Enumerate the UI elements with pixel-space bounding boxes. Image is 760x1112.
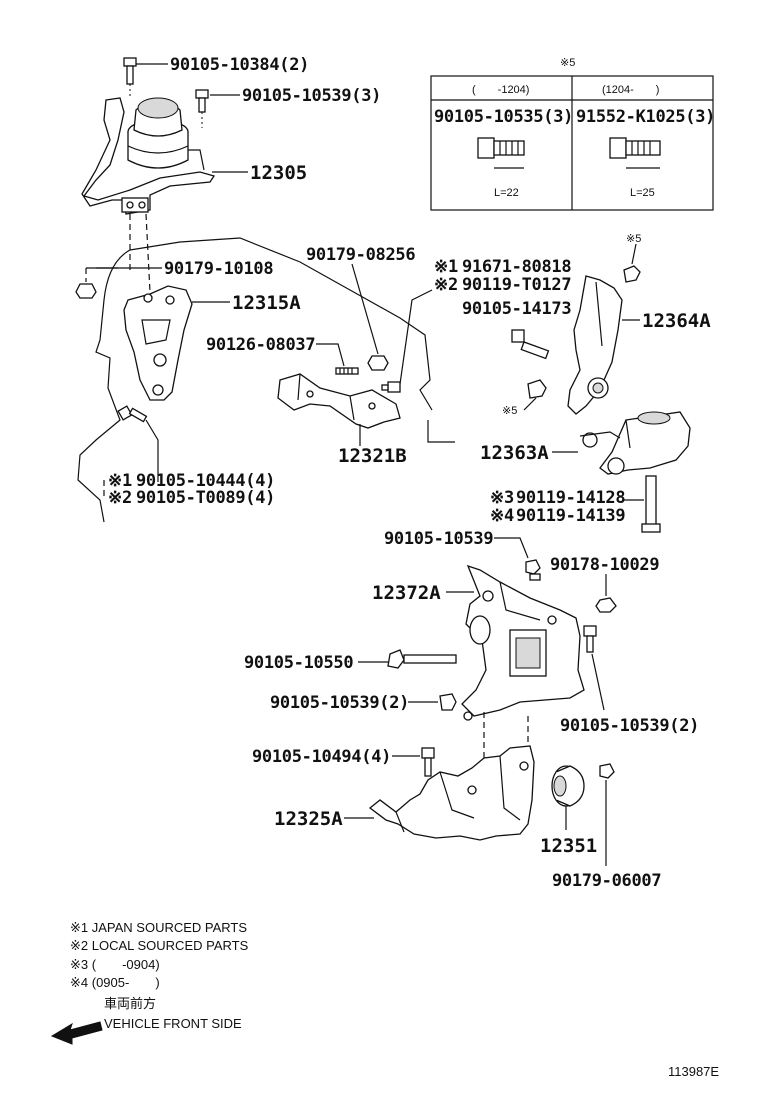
- mark-5-top: ※5: [626, 233, 641, 245]
- label-90105-10539[interactable]: 90105-10539: [384, 529, 494, 549]
- nut-90179-06007[interactable]: [599, 763, 615, 779]
- label-90179-08256[interactable]: 90179-08256: [306, 245, 416, 265]
- legend-japan-sourced: ※1 JAPAN SOURCED PARTS: [70, 920, 247, 935]
- bracket-12372A[interactable]: [461, 564, 585, 721]
- label-90105-10384[interactable]: 90105-10384(2): [170, 55, 309, 75]
- leader-line: [399, 289, 433, 385]
- bolt-90105-10550[interactable]: [387, 649, 457, 669]
- leader-line: [523, 397, 537, 411]
- table-col1-len: L=22: [494, 187, 519, 199]
- legend-range-3: ※3 ( -0904): [70, 957, 160, 972]
- bolt-90105-10535-drawing: L=22: [477, 137, 525, 199]
- diagram-id: 113987E: [668, 1064, 719, 1079]
- label-12372A[interactable]: 12372A: [372, 582, 441, 604]
- label-90105-10539-3[interactable]: 90105-10539(3): [242, 86, 381, 106]
- engine-outline: [77, 237, 455, 523]
- leader-line: [316, 343, 345, 367]
- mark-2: ※2: [108, 488, 132, 508]
- label-12351[interactable]: 12351: [540, 835, 597, 857]
- label-12363A[interactable]: 12363A: [480, 442, 549, 464]
- bracket-12364A[interactable]: [567, 275, 623, 415]
- bolt-90105-10384[interactable]: [123, 57, 137, 96]
- leader-line: [631, 243, 637, 265]
- bracket-12315A[interactable]: [123, 285, 193, 401]
- mark-4: ※4: [490, 506, 514, 526]
- label-90105-10539-2b[interactable]: 90105-10539(2): [560, 716, 699, 736]
- label-90119-14139[interactable]: 90119-14139: [516, 506, 626, 526]
- mount-12363A[interactable]: [579, 411, 691, 475]
- leader-line: [494, 537, 529, 559]
- vehicle-front-arrow-icon: [50, 1021, 103, 1045]
- bolt-spec-table: ※5 ( -1204) (1204- ) 90105-10535(3) 9155…: [430, 57, 715, 211]
- bolt-mark5-top[interactable]: [623, 265, 641, 283]
- label-90179-06007[interactable]: 90179-06007: [552, 871, 662, 891]
- bolt-90105-10539-3[interactable]: [195, 89, 209, 128]
- bolt-91671-80818[interactable]: [381, 381, 401, 393]
- label-90105-10539-2a[interactable]: 90105-10539(2): [270, 693, 409, 713]
- label-90105-10550[interactable]: 90105-10550: [244, 653, 354, 673]
- label-91671-80818[interactable]: 91671-80818: [462, 257, 572, 277]
- engine-mount-12305[interactable]: [81, 97, 216, 215]
- legend-front-en: VEHICLE FRONT SIDE: [104, 1016, 242, 1031]
- bolt-90105-10444[interactable]: [117, 405, 148, 423]
- label-90179-10108[interactable]: 90179-10108: [164, 259, 274, 279]
- nut-90179-10108[interactable]: [75, 283, 97, 299]
- legend-local-sourced: ※2 LOCAL SOURCED PARTS: [70, 938, 249, 953]
- bolt-91552-K1025-drawing: L=25: [609, 137, 661, 199]
- label-90119-14128[interactable]: 90119-14128: [516, 488, 626, 508]
- label-90105-10494[interactable]: 90105-10494(4): [252, 747, 391, 767]
- nut-90178-10029[interactable]: [595, 597, 617, 613]
- legend-range-4: ※4 (0905- ): [70, 975, 160, 990]
- label-90178-10029[interactable]: 90178-10029: [550, 555, 660, 575]
- label-12315A[interactable]: 12315A: [232, 292, 301, 314]
- table-col1-part[interactable]: 90105-10535(3): [434, 107, 573, 127]
- label-12305[interactable]: 12305: [250, 162, 307, 184]
- leader-line: [591, 653, 605, 711]
- bolt-90105-10539[interactable]: [525, 559, 541, 581]
- label-90126-08037[interactable]: 90126-08037: [206, 335, 316, 355]
- legend-front-jp: 車両前方: [104, 996, 156, 1011]
- bushing-12351[interactable]: [551, 765, 585, 807]
- table-col2-part[interactable]: 91552-K1025(3): [576, 107, 715, 127]
- label-90105-14173[interactable]: 90105-14173: [462, 299, 572, 319]
- bolt-90105-10539-2-left[interactable]: [439, 693, 457, 711]
- label-12321B[interactable]: 12321B: [338, 445, 407, 467]
- label-90105-10444[interactable]: 90105-10444(4): [136, 471, 275, 491]
- nut-90179-08256[interactable]: [367, 355, 389, 371]
- label-90119-T0127[interactable]: 90119-T0127: [462, 275, 572, 295]
- stud-90126-08037[interactable]: [335, 367, 359, 375]
- legend: ※1 JAPAN SOURCED PARTS ※2 LOCAL SOURCED …: [50, 920, 249, 1045]
- label-12364A[interactable]: 12364A: [642, 310, 711, 332]
- bolt-mark5-lower[interactable]: [527, 379, 547, 399]
- mark-3: ※3: [490, 488, 514, 508]
- bolt-90105-14173[interactable]: [511, 329, 550, 360]
- mark-1: ※1: [108, 471, 132, 491]
- bolt-90105-10539-2-right[interactable]: [583, 625, 597, 653]
- leader-line: [351, 263, 379, 355]
- centerline: [145, 213, 151, 293]
- label-90105-T0089[interactable]: 90105-T0089(4): [136, 488, 275, 508]
- mark-5-lower: ※5: [502, 405, 517, 417]
- table-col2-len: L=25: [630, 187, 655, 199]
- table-col2-header: (1204- ): [602, 84, 659, 96]
- table-col1-header: ( -1204): [472, 84, 529, 96]
- bracket-12321B[interactable]: [277, 373, 401, 429]
- bolt-90105-10494[interactable]: [421, 747, 435, 777]
- table-ref: ※5: [560, 57, 575, 69]
- mark-1b: ※1: [434, 257, 458, 277]
- bolt-90119-14128[interactable]: [641, 475, 661, 533]
- label-12325A[interactable]: 12325A: [274, 808, 343, 830]
- leader-line: [145, 419, 159, 482]
- bracket-12325A[interactable]: [368, 745, 535, 841]
- mark-2b: ※2: [434, 275, 458, 295]
